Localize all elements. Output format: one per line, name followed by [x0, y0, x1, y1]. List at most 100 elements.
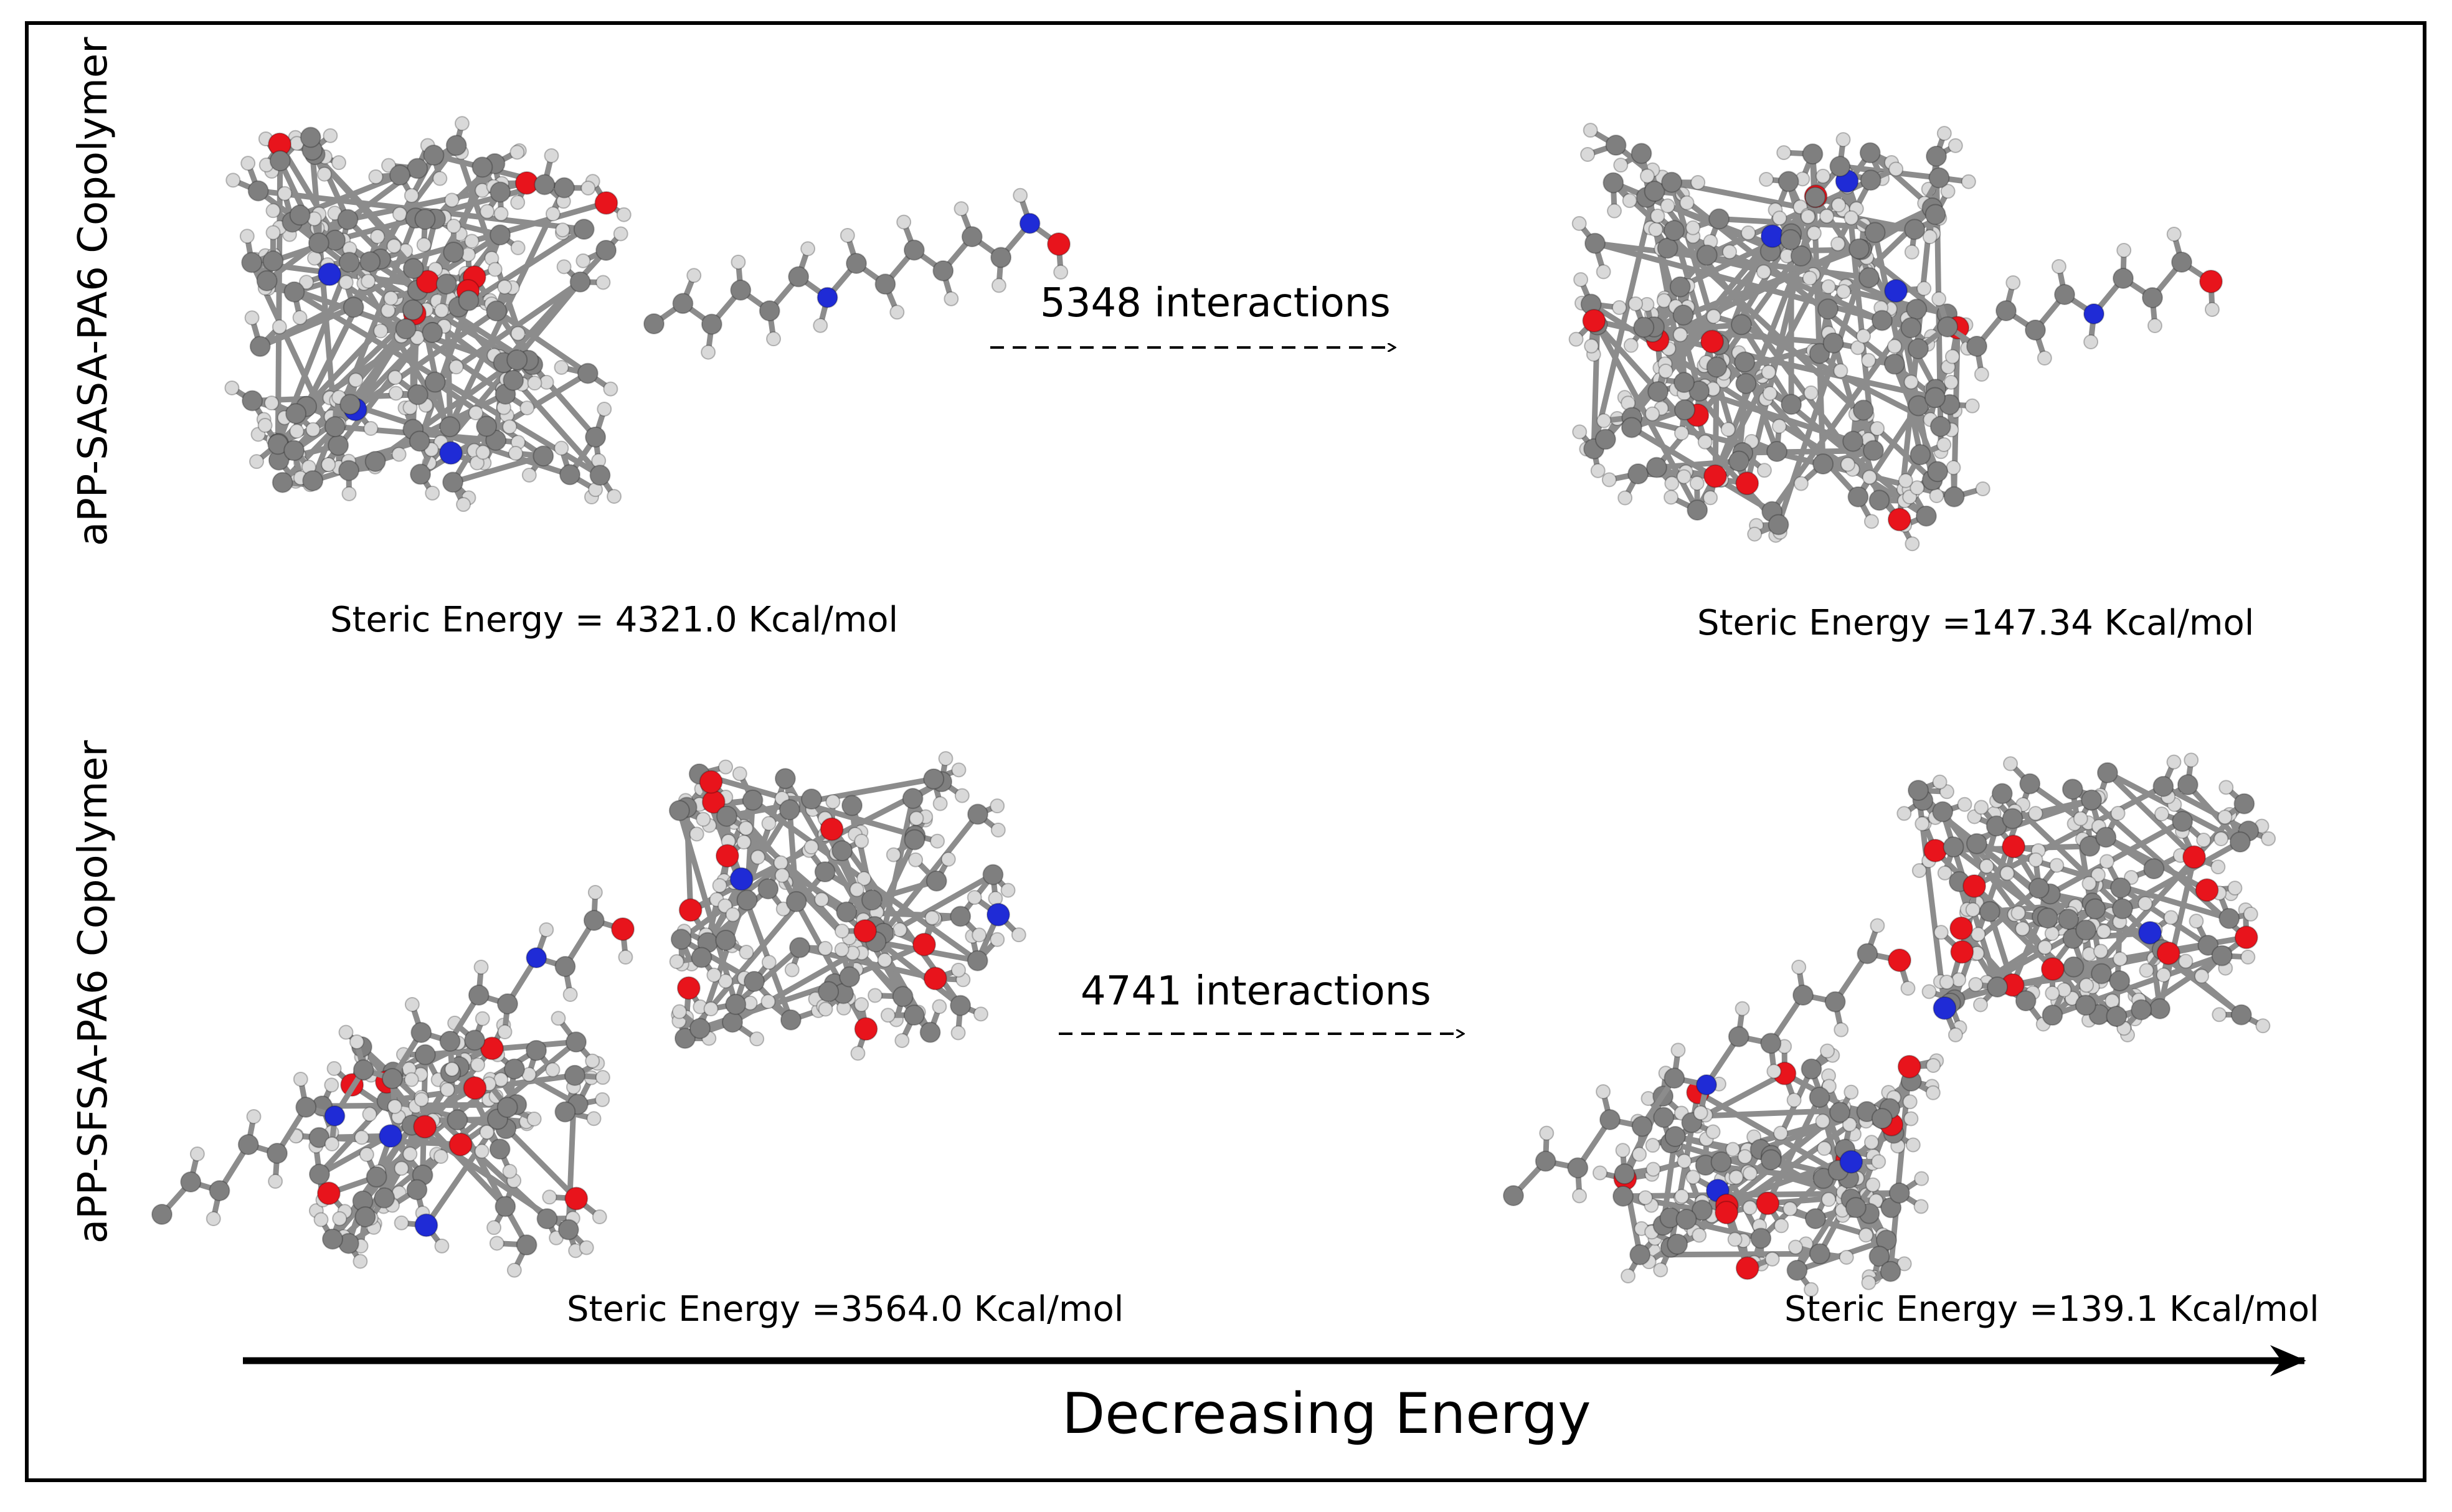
carbon-atom — [445, 135, 467, 156]
hydrogen-atom — [510, 326, 526, 341]
hydrogen-atom — [1679, 195, 1695, 210]
carbon-atom — [300, 126, 321, 148]
hydrogen-atom — [416, 237, 432, 253]
oxygen-atom — [594, 191, 618, 215]
carbon-atom — [932, 260, 954, 281]
carbon-atom — [283, 281, 305, 303]
bond — [1594, 240, 1912, 331]
carbon-atom — [2152, 775, 2174, 797]
carbon-atom — [490, 224, 511, 246]
hydrogen-atom — [736, 834, 752, 850]
hydrogen-atom — [1756, 463, 1772, 478]
molecular-models — [151, 116, 2276, 1297]
row2-interactions-count: 4741 interactions — [1081, 968, 1431, 1014]
carbon-atom — [1929, 415, 1951, 437]
hydrogen-atom — [341, 486, 357, 501]
hydrogen-atom — [717, 898, 733, 914]
carbon-atom — [1535, 1150, 1556, 1172]
carbon-atom — [247, 180, 269, 202]
carbon-atom — [2061, 778, 2083, 800]
hydrogen-atom — [1670, 1042, 1686, 1058]
hydrogen-atom — [394, 1215, 409, 1231]
carbon-atom — [359, 251, 381, 273]
hydrogen-atom — [388, 385, 404, 401]
carbon-atom — [1829, 156, 1851, 177]
hydrogen-atom — [575, 253, 591, 268]
hydrogen-atom — [2217, 810, 2233, 825]
hydrogen-atom — [2210, 859, 2226, 875]
hydrogen-atom — [386, 239, 402, 254]
hydrogen-atom — [1971, 927, 1986, 942]
carbon-atom — [2233, 793, 2255, 815]
hydrogen-atom — [750, 849, 765, 865]
carbon-atom — [180, 1171, 202, 1193]
carbon-atom — [1829, 1102, 1851, 1123]
carbon-atom — [904, 829, 925, 851]
oxygen-atom — [1897, 1054, 1921, 1079]
hydrogen-atom — [924, 910, 940, 925]
oxygen-atom — [463, 1076, 487, 1100]
carbon-atom — [566, 1031, 587, 1053]
carbon-atom — [553, 177, 575, 199]
hydrogen-atom — [475, 1011, 490, 1026]
carbon-atom — [569, 271, 591, 293]
carbon-atom — [267, 1143, 288, 1164]
hydrogen-atom — [2154, 806, 2169, 822]
hydrogen-atom — [1573, 272, 1589, 287]
hydrogen-atom — [1645, 1138, 1660, 1153]
carbon-atom — [1908, 338, 1929, 359]
carbon-atom — [1663, 220, 1685, 242]
hydrogen-atom — [1722, 244, 1738, 260]
hydrogen-atom — [387, 1099, 402, 1114]
hydrogen-atom — [1886, 339, 1902, 354]
nitrogen-atom — [2083, 303, 2104, 324]
hydrogen-atom — [1903, 374, 1919, 390]
oxygen-atom — [480, 1036, 504, 1061]
hydrogen-atom — [404, 997, 420, 1012]
hydrogen-atom — [1922, 229, 1938, 245]
carbon-atom — [1612, 1185, 1634, 1207]
carbon-atom — [409, 430, 430, 452]
carbon-atom — [919, 1021, 941, 1043]
hydrogen-atom — [595, 1070, 610, 1085]
hydrogen-atom — [349, 1034, 364, 1049]
hydrogen-atom — [473, 960, 489, 975]
hydrogen-atom — [1940, 184, 1956, 199]
hydrogen-atom — [1937, 865, 1953, 881]
hydrogen-atom — [592, 1209, 607, 1225]
carbon-atom — [1817, 298, 1839, 320]
carbon-atom — [2109, 970, 2131, 991]
hydrogen-atom — [607, 489, 622, 504]
hydrogen-atom — [1806, 225, 1822, 241]
hydrogen-atom — [1645, 1161, 1661, 1177]
nitrogen-atom — [1760, 224, 1784, 248]
carbon-atom — [2177, 774, 2199, 796]
row1-interactions-count: 5348 interactions — [1040, 280, 1391, 326]
hydrogen-atom — [1645, 406, 1660, 422]
carbon-atom — [559, 464, 581, 486]
hydrogen-atom — [1596, 413, 1612, 428]
hydrogen-atom — [1747, 526, 1763, 542]
carbon-atom — [774, 768, 796, 790]
hydrogen-atom — [1677, 1153, 1692, 1169]
hydrogen-atom — [1568, 331, 1584, 347]
carbon-atom — [925, 870, 947, 892]
hydrogen-atom — [359, 1146, 374, 1162]
bond — [1630, 425, 1774, 514]
hydrogen-atom — [1639, 168, 1655, 184]
hydrogen-atom — [761, 816, 777, 831]
hydrogen-atom — [1658, 363, 1673, 379]
carbon-atom — [249, 336, 271, 357]
hydrogen-atom — [930, 833, 945, 849]
row2-copolymer-label: aPP-SFSA-PA6 Copolymer — [70, 740, 116, 1244]
hydrogen-atom — [1786, 1092, 1802, 1108]
hydrogen-atom — [1821, 1192, 1837, 1207]
hydrogen-atom — [1664, 489, 1679, 505]
hydrogen-atom — [1926, 1057, 1941, 1073]
hydrogen-atom — [338, 275, 354, 290]
bond — [676, 810, 739, 1006]
hydrogen-atom — [556, 259, 572, 275]
carbon-atom — [339, 394, 361, 415]
hydrogen-atom — [1900, 981, 1916, 996]
bond — [734, 945, 802, 1007]
